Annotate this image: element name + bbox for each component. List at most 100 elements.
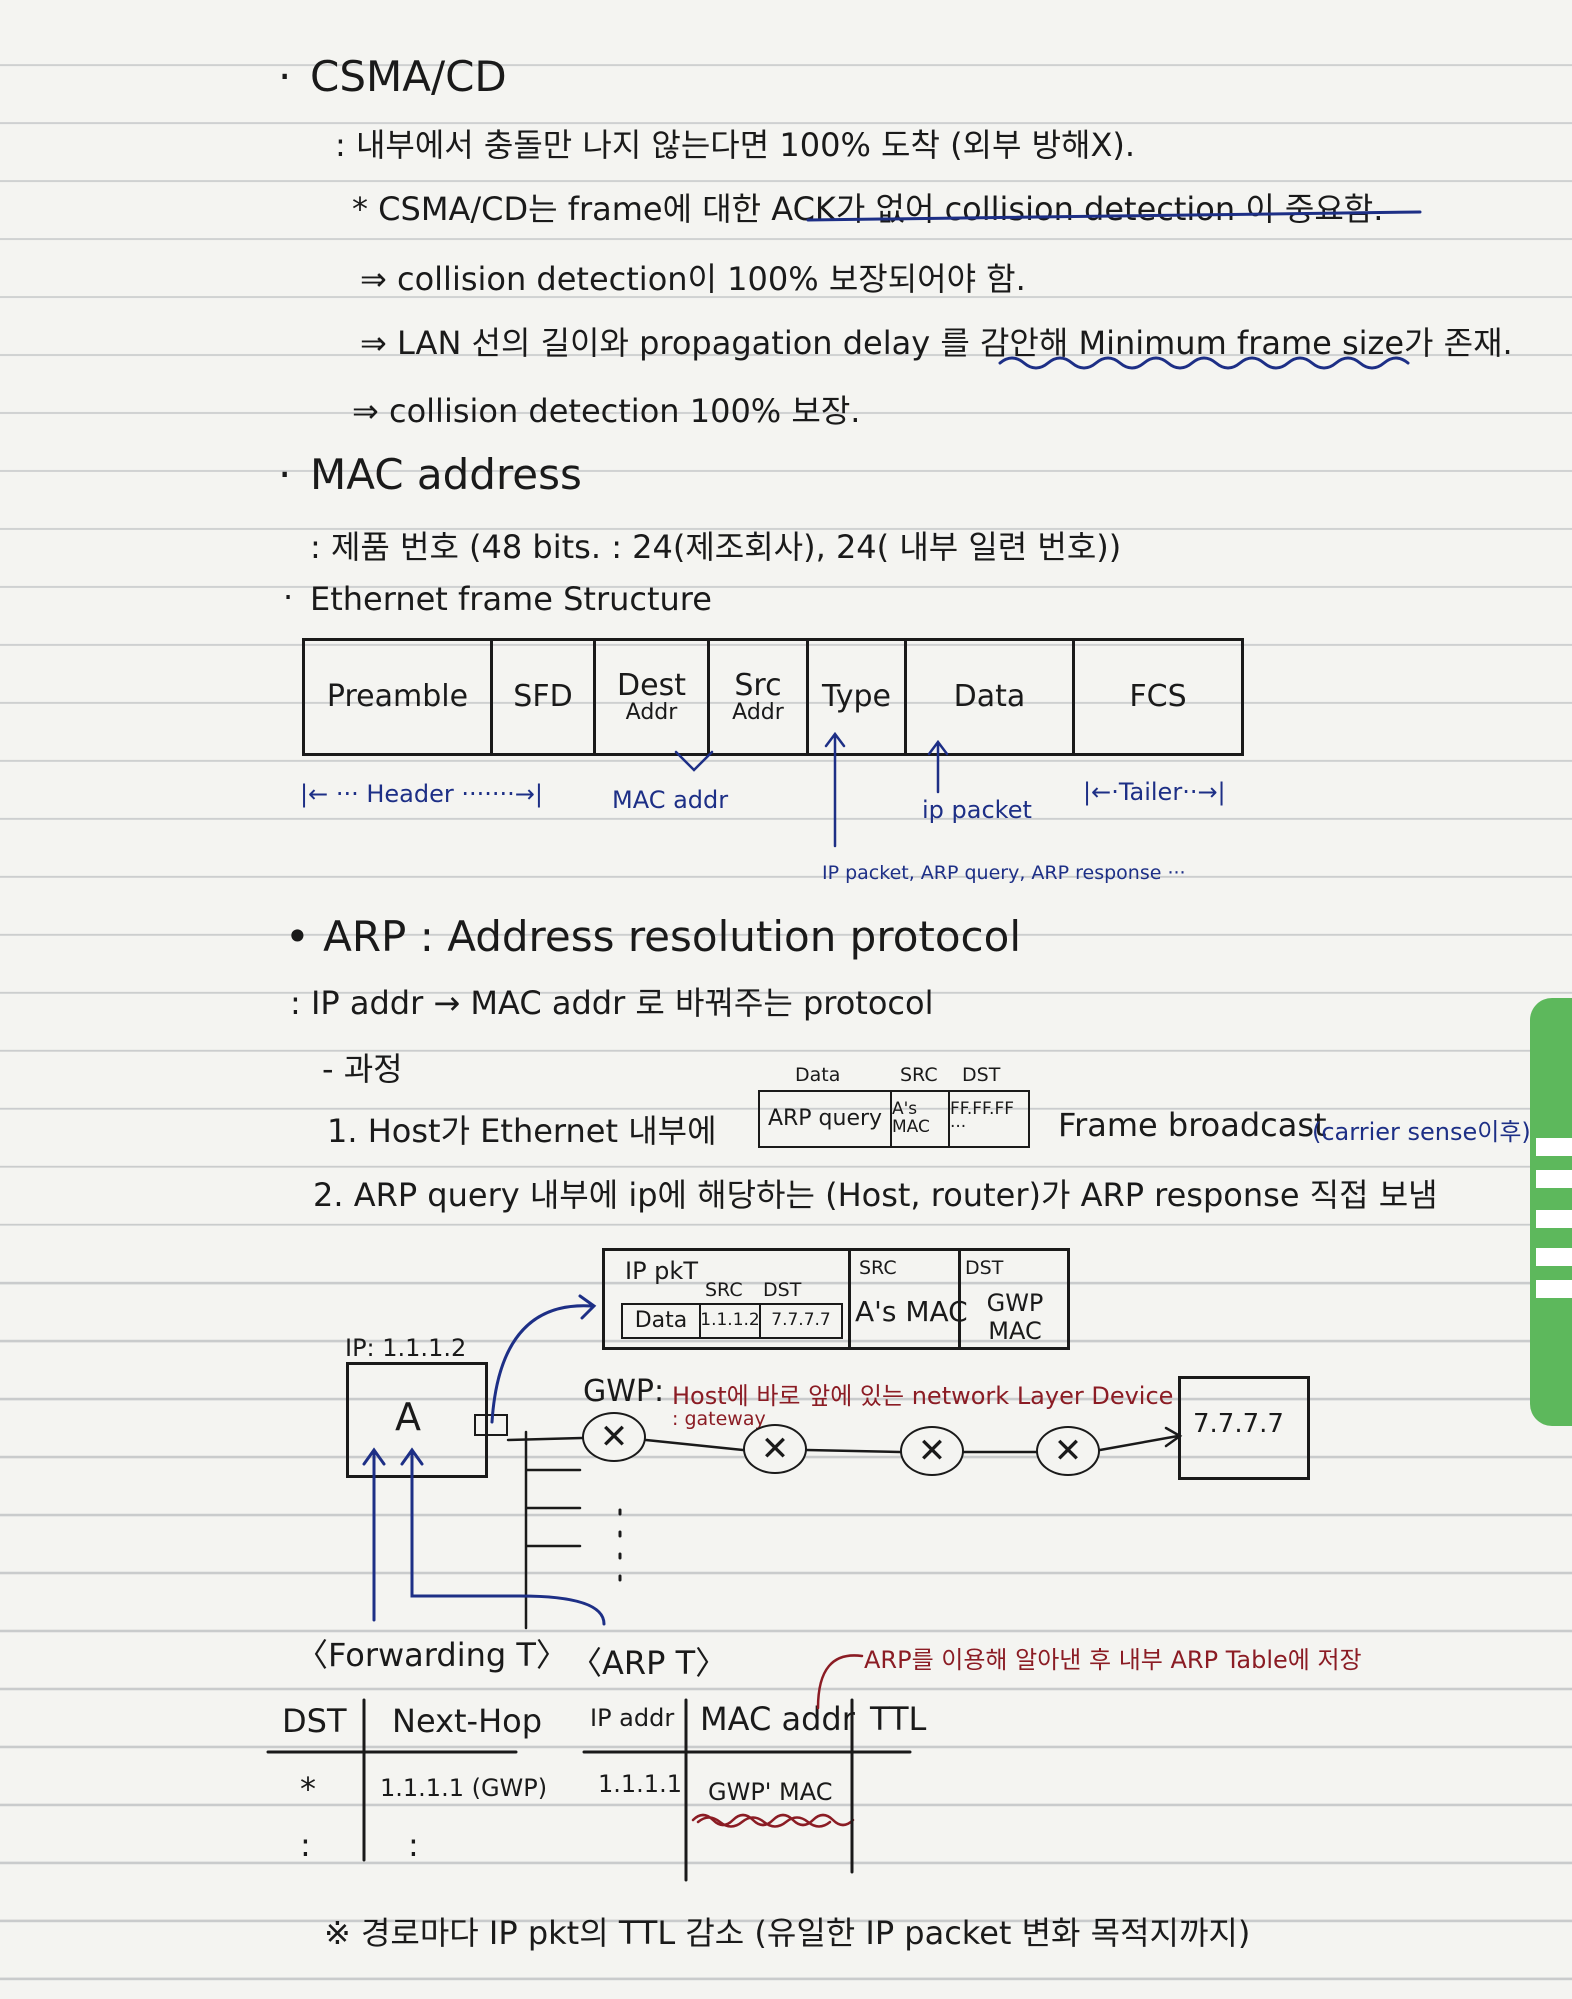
ip-packet-part: IP pkT SRC DST Data 1.1.1.2 7.7.7.7 — [605, 1251, 851, 1347]
frame-field-preamble: Preamble — [305, 641, 493, 753]
bullet-dot: · — [278, 450, 292, 499]
frame-dst-value: GWP MAC — [986, 1289, 1044, 1345]
router-node: ✕ — [582, 1412, 646, 1462]
tab-stripe — [1536, 1170, 1572, 1188]
ip-pkt-inner: Data 1.1.1.2 7.7.7.7 — [621, 1303, 843, 1339]
gwp-mac-wavy-underline — [691, 1813, 855, 1827]
notebook-index-tab — [1530, 998, 1572, 1426]
arp-query-frame-mini: ARP query A's MAC FF.FF.FF ··· — [758, 1090, 1030, 1148]
arp-row-1-ip: 1.1.1.1 — [598, 1770, 682, 1798]
arp-line-1: : IP addr → MAC addr 로 바꿔주는 protocol — [290, 984, 934, 1022]
arp-note-pointer — [816, 1654, 864, 1710]
frame-field-data: Data — [907, 641, 1075, 753]
header-span-label: |← ··· Header ·······→| — [300, 780, 543, 808]
gwp-subtitle: : gateway — [672, 1408, 766, 1430]
min-frame-wavy-underline — [998, 356, 1410, 370]
host-a-box: A — [346, 1362, 488, 1478]
ip-packet-label: ip packet — [922, 796, 1032, 824]
arp-title: • ARP : Address resolution protocol — [285, 912, 1022, 961]
bullet-dot: · — [283, 578, 294, 616]
footer-note: ※ 경로마다 IP pkt의 TTL 감소 (유일한 IP packet 변화 … — [324, 1914, 1251, 1952]
gwp-label: GWP: — [583, 1374, 665, 1409]
ip-pkt-title: IP pkT — [625, 1257, 698, 1285]
arp-header-mac: MAC addr — [700, 1700, 855, 1738]
mini-cell-src: A's MAC — [892, 1092, 950, 1146]
router-node: ✕ — [743, 1424, 807, 1474]
frame-field-sfd: SFD — [493, 641, 596, 753]
host-a-label: A — [395, 1395, 421, 1439]
fwd-header-next-hop: Next-Hop — [392, 1702, 543, 1740]
bullet-dot: · — [278, 52, 292, 101]
ip-pkt-dst-head: DST — [763, 1279, 802, 1301]
type-field-note: IP packet, ARP query, ARP response ··· — [822, 862, 1186, 884]
csma-line-5: ⇒ collision detection 100% 보장. — [352, 392, 861, 430]
ethernet-title: Ethernet frame Structure — [310, 580, 712, 618]
arp-step-1-note: (carrier sense이후) — [1312, 1118, 1531, 1146]
frame-src-part: SRC A's MAC — [851, 1251, 968, 1347]
arp-header-ip: IP addr — [590, 1704, 675, 1732]
host-ip-label: IP: 1.1.1.2 — [345, 1334, 467, 1362]
trailer-span-label: |←·Tailer··→| — [1083, 778, 1226, 806]
forwarding-table-arrow — [362, 1447, 386, 1622]
frame-dst-part: DST GWP MAC — [961, 1251, 1067, 1347]
frame-src-value: A's MAC — [855, 1295, 968, 1328]
ip-pkt-src-cell: 1.1.1.2 — [700, 1305, 761, 1337]
mini-cell-data: ARP query — [760, 1092, 892, 1146]
network-link-lines — [506, 1426, 1183, 1454]
tab-stripe — [1536, 1248, 1572, 1266]
frame-field-type: Type — [809, 641, 907, 753]
encapsulated-frame: IP pkT SRC DST Data 1.1.1.2 7.7.7.7 SRC … — [602, 1248, 1070, 1350]
csma-line-3: ⇒ collision detection이 100% 보장되어야 함. — [360, 260, 1026, 298]
destination-host-box: 7.7.7.7 — [1178, 1376, 1310, 1480]
gwp-mac-underline — [696, 1816, 832, 1828]
frame-origin-arrow — [490, 1294, 597, 1424]
mini-header-dst: DST — [962, 1064, 1001, 1086]
arp-table-note: ARP를 이용해 알아낸 후 내부 ARP Table에 저장 — [864, 1646, 1362, 1674]
mac-line-1: : 제품 번호 (48 bits. : 24(제조회사), 24( 내부 일련 … — [310, 528, 1122, 566]
ip-pkt-dst-cell: 7.7.7.7 — [771, 1310, 831, 1331]
type-field-arrow — [824, 731, 846, 848]
mac-addr-label: MAC addr — [612, 786, 729, 814]
destination-ip-label: 7.7.7.7 — [1193, 1409, 1284, 1439]
arp-process-heading: - 과정 — [322, 1050, 403, 1088]
ack-underline — [806, 210, 1422, 222]
ip-pkt-data-cell: Data — [623, 1305, 701, 1337]
arp-step-1-post: Frame broadcast — [1058, 1106, 1327, 1144]
host-nic-port — [474, 1414, 508, 1436]
arp-step-1-pre: 1. Host가 Ethernet 내부에 — [327, 1112, 717, 1150]
router-node: ✕ — [1036, 1426, 1100, 1476]
frame-src-head: SRC — [859, 1257, 897, 1279]
frame-dst-head: DST — [965, 1257, 1004, 1279]
csma-line-1: : 내부에서 충돌만 나지 않는다면 100% 도착 (외부 방해X). — [335, 126, 1136, 164]
arp-header-ttl: TTL — [870, 1700, 927, 1738]
fwd-row-1-dst: * — [300, 1770, 316, 1808]
tab-stripe — [1536, 1280, 1572, 1298]
tab-stripe — [1536, 1138, 1572, 1156]
arp-table-title: 〈ARP T〉 — [570, 1644, 728, 1682]
forwarding-table-grid — [266, 1698, 518, 1862]
fwd-row-2-dst: : — [300, 1826, 311, 1864]
frame-field-fcs: FCS — [1129, 679, 1187, 715]
mac-title: MAC address — [310, 450, 582, 499]
fwd-row-1-next-hop: 1.1.1.1 (GWP) — [380, 1774, 548, 1802]
forwarding-table-title: 〈Forwarding T〉 — [296, 1636, 568, 1674]
arp-table-arrow — [400, 1447, 606, 1626]
fwd-header-dst: DST — [282, 1702, 347, 1740]
mac-addr-brace — [674, 750, 714, 772]
mini-header-src: SRC — [900, 1064, 938, 1086]
fwd-row-2-next-hop: : — [408, 1826, 419, 1864]
mini-header-data: Data — [795, 1064, 841, 1086]
csma-line-4: ⇒ LAN 선의 길이와 propagation delay 를 감안해 Min… — [360, 324, 1513, 362]
arp-table-grid — [582, 1698, 912, 1882]
router-node: ✕ — [900, 1426, 964, 1476]
arp-row-1-mac: GWP' MAC — [708, 1778, 833, 1806]
csma-title: CSMA/CD — [310, 52, 507, 101]
csma-line-2: * CSMA/CD는 frame에 대한 ACK가 없어 collision d… — [352, 190, 1384, 228]
ip-pkt-src-head: SRC — [705, 1279, 743, 1301]
mini-cell-dst: FF.FF.FF ··· — [950, 1099, 1015, 1137]
tab-stripe — [1536, 1210, 1572, 1228]
